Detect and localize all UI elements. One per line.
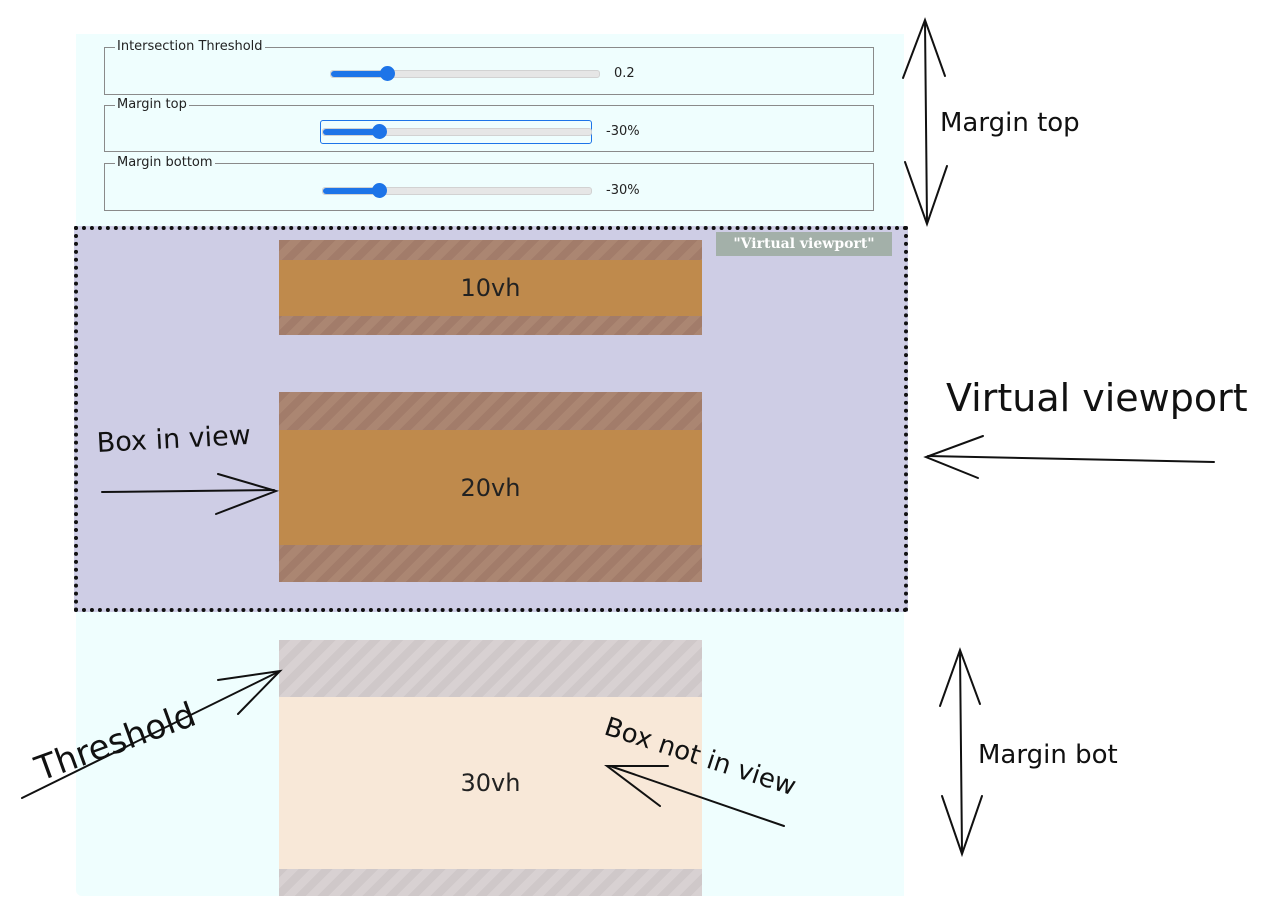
margin-bot-arrow-head-down xyxy=(941,795,983,858)
annotation-margin-bot: Margin bot xyxy=(978,740,1118,770)
threshold-fieldset: Intersection Threshold xyxy=(104,40,874,95)
virtual-viewport-label: "Virtual viewport" xyxy=(716,232,892,256)
box-30vh-label: 30vh xyxy=(460,769,521,797)
margin-top-arrow-shaft xyxy=(924,21,928,223)
margin-top-legend: Margin top xyxy=(117,97,187,112)
margin-bottom-value: -30% xyxy=(606,183,640,198)
virtual-viewport-arrow-shaft xyxy=(927,455,1215,463)
margin-top-slider-fill xyxy=(323,129,379,135)
margin-top-value: -30% xyxy=(606,124,640,139)
virtual-viewport-arrow-head xyxy=(923,435,984,479)
margin-top-slider-thumb[interactable] xyxy=(372,124,387,139)
virtual-viewport-outline xyxy=(74,226,908,612)
margin-bottom-slider-thumb[interactable] xyxy=(372,183,387,198)
margin-top-fieldset: Margin top xyxy=(104,98,874,152)
threshold-slider[interactable] xyxy=(330,66,600,81)
box-30vh: 30vh xyxy=(279,640,702,896)
threshold-slider-thumb[interactable] xyxy=(380,66,395,81)
threshold-legend: Intersection Threshold xyxy=(117,39,263,54)
margin-bottom-legend: Margin bottom xyxy=(117,155,213,170)
box-30vh-core: 30vh xyxy=(279,697,702,869)
margin-top-slider[interactable] xyxy=(322,124,592,139)
margin-bottom-slider-fill xyxy=(323,188,379,194)
annotation-margin-top: Margin top xyxy=(940,108,1080,138)
threshold-slider-fill xyxy=(331,71,387,77)
threshold-value: 0.2 xyxy=(614,66,635,81)
box-10vh: 10vh xyxy=(279,240,702,335)
box-in-view-arrow-shaft xyxy=(101,489,275,493)
annotation-virtual-viewport: Virtual viewport xyxy=(946,376,1248,420)
threshold-arrow-shaft xyxy=(21,671,279,799)
box-10vh-label: 10vh xyxy=(460,274,521,302)
box-not-in-view-arrow-shaft xyxy=(609,765,785,827)
box-10vh-core: 10vh xyxy=(279,260,702,316)
margin-top-arrow-head-up xyxy=(902,17,946,79)
box-not-in-view-arrow-head xyxy=(604,765,669,807)
box-in-view-arrow-head xyxy=(215,473,280,515)
margin-bot-arrow-shaft xyxy=(959,651,963,853)
margin-top-arrow-head-down xyxy=(904,161,948,228)
box-20vh-core: 20vh xyxy=(279,430,702,545)
margin-bottom-slider[interactable] xyxy=(322,183,592,198)
box-20vh-label: 20vh xyxy=(460,473,521,502)
margin-bottom-fieldset: Margin bottom xyxy=(104,156,874,211)
threshold-arrow-head xyxy=(217,669,283,715)
margin-bot-arrow-head-up xyxy=(939,647,981,707)
box-20vh: 20vh xyxy=(279,392,702,582)
